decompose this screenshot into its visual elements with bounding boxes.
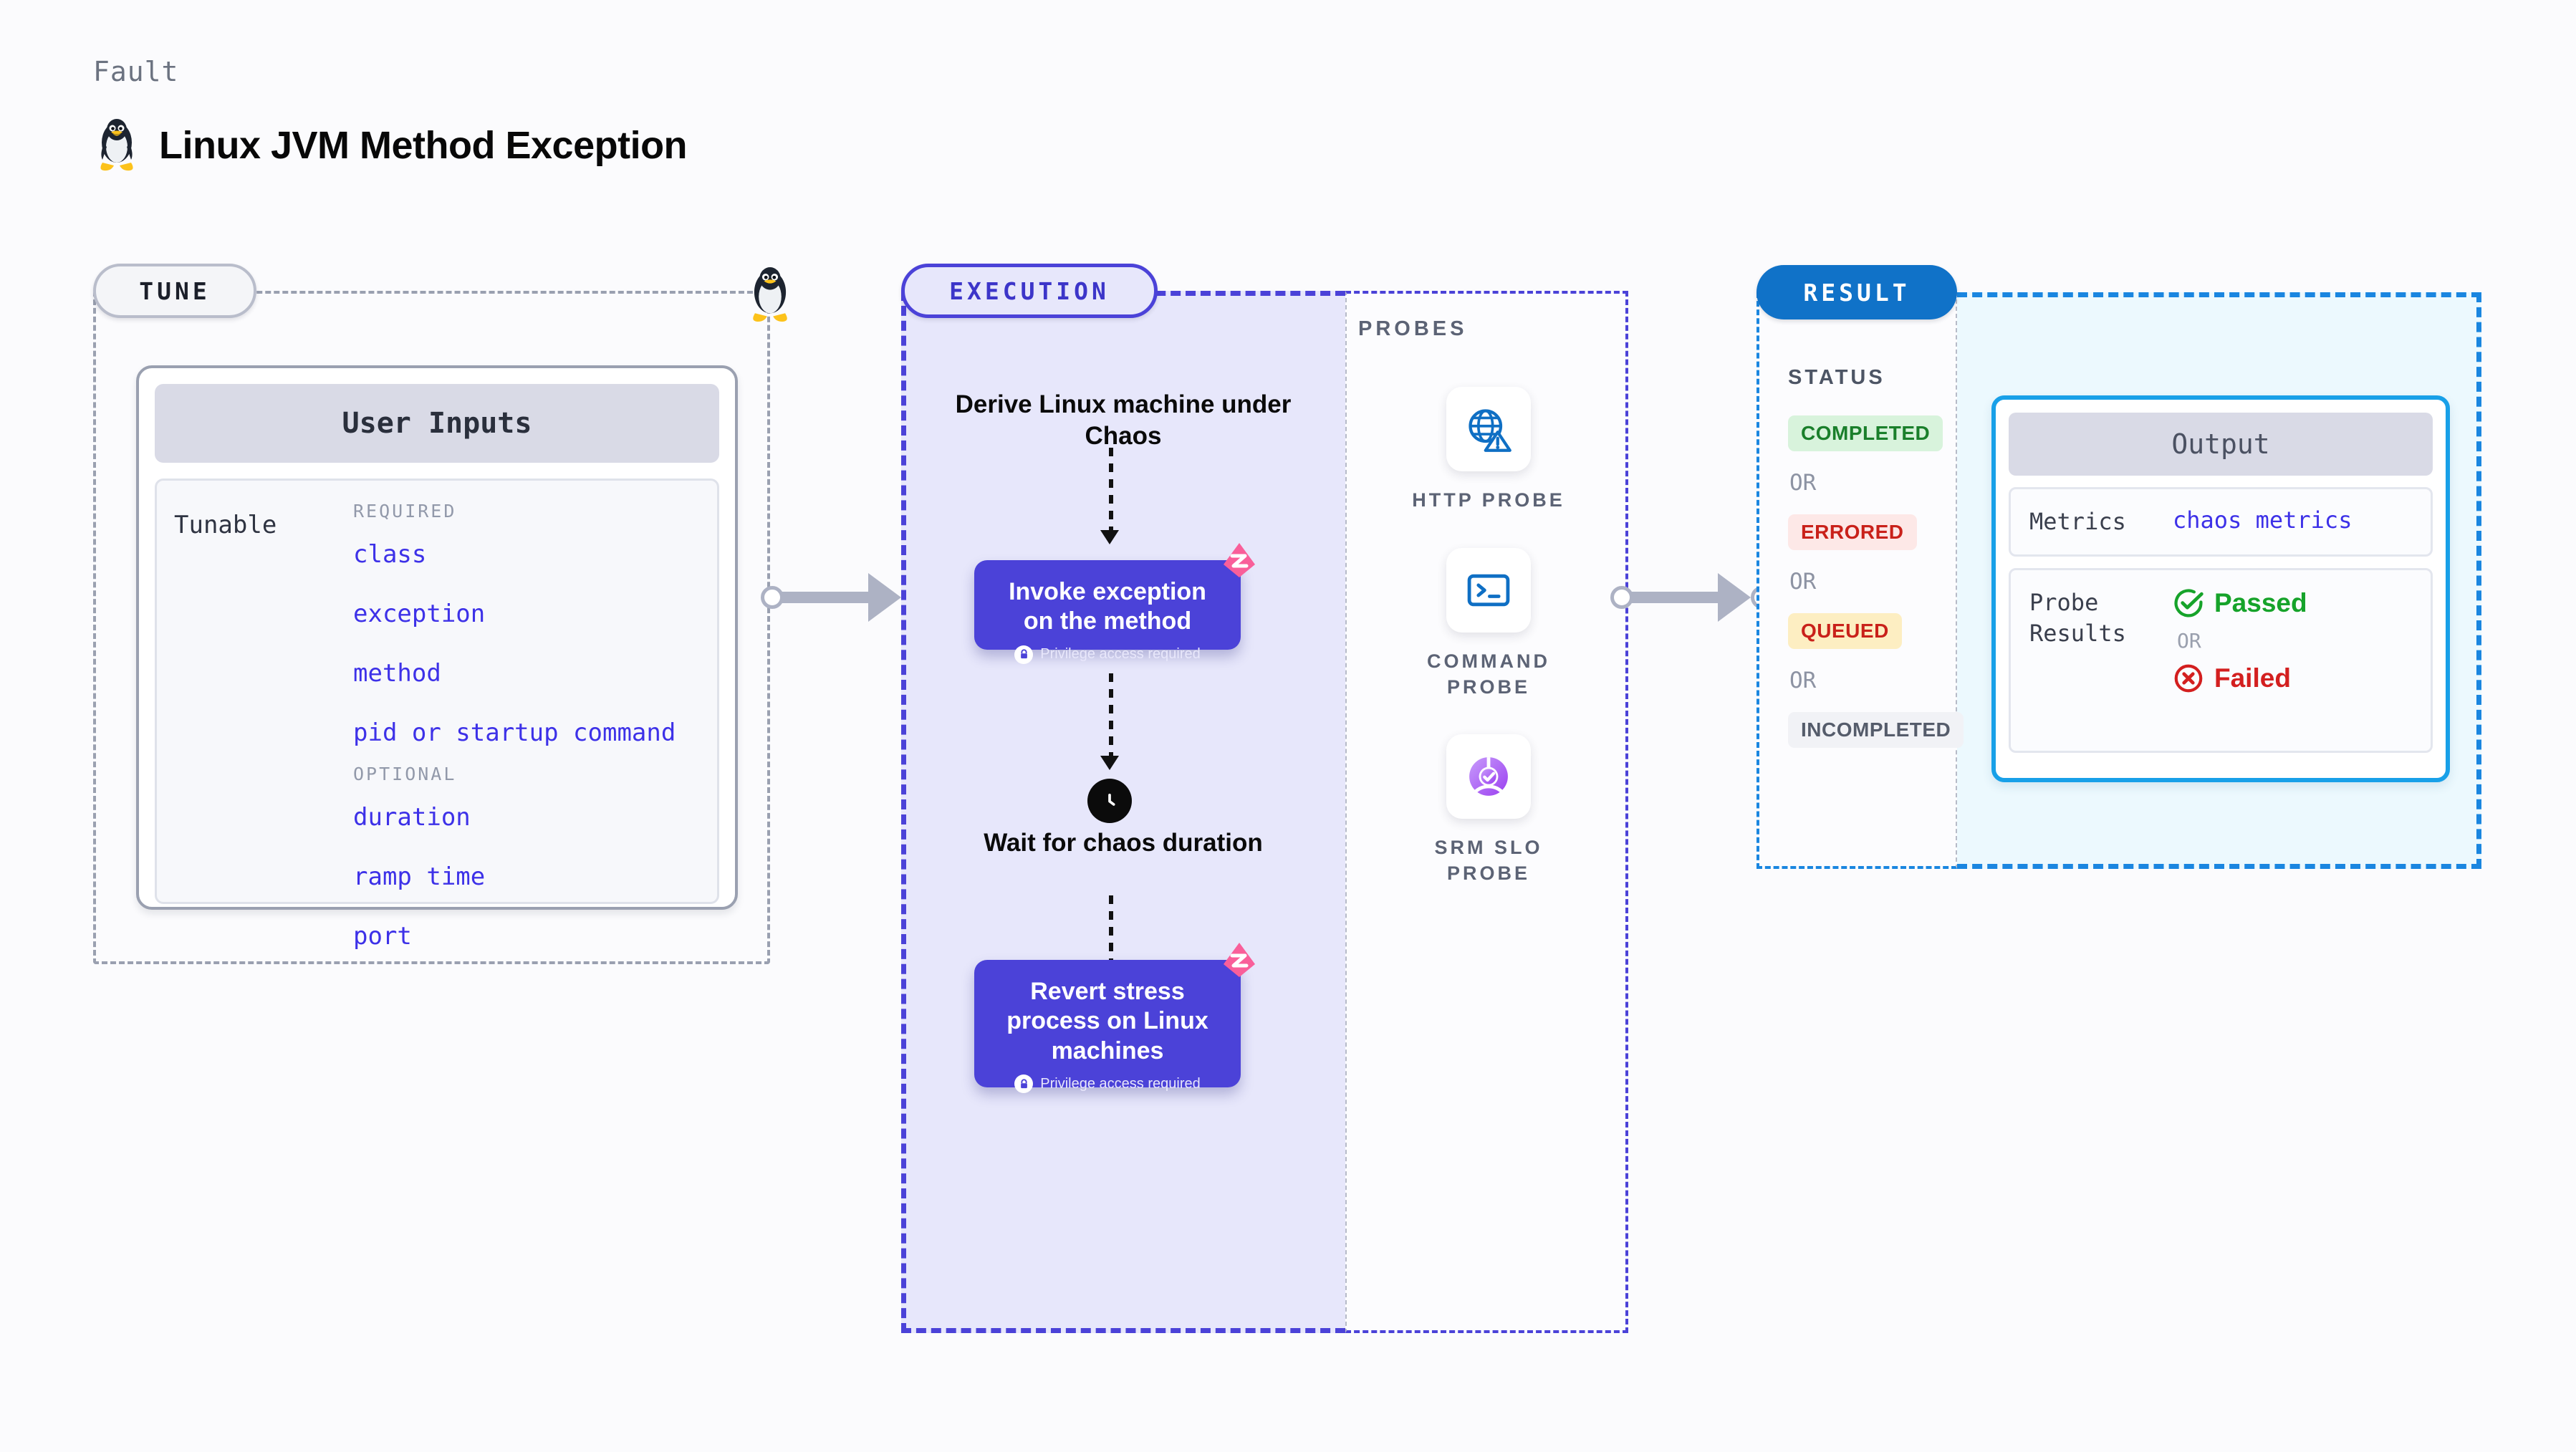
status-badge-completed: COMPLETED bbox=[1788, 415, 1943, 451]
connector-dot-start bbox=[1610, 586, 1633, 609]
status-badge-incompleted: INCOMPLETED bbox=[1788, 712, 1964, 748]
output-probe-results-key: Probe Results bbox=[2029, 589, 2126, 648]
tune-panel bbox=[93, 291, 770, 964]
chaos-logo-icon bbox=[1219, 542, 1259, 582]
output-probe-results-values: Passed OR Failed bbox=[2173, 587, 2307, 734]
tunable-group-required-label: REQUIRED bbox=[353, 501, 457, 521]
globe-warning-icon bbox=[1446, 387, 1531, 471]
probe-result-failed: Failed bbox=[2173, 663, 2307, 694]
check-circle-icon bbox=[2173, 587, 2204, 619]
connector-dot-start bbox=[761, 586, 784, 609]
flow-arrow-1 bbox=[1109, 448, 1113, 530]
probe-result-failed-label: Failed bbox=[2214, 663, 2291, 693]
page-title-row: Linux JVM Method Exception bbox=[93, 118, 688, 173]
status-badge-queued: QUEUED bbox=[1788, 613, 1902, 649]
probes-section-label: PROBES bbox=[1358, 317, 1468, 340]
connector-bar bbox=[1622, 592, 1736, 603]
user-inputs-card: User Inputs Tunable REQUIRED class excep… bbox=[136, 365, 738, 951]
clock-icon bbox=[1087, 779, 1132, 823]
tunable-item-class[interactable]: class bbox=[353, 540, 427, 569]
fault-eyebrow-label: Fault bbox=[93, 56, 179, 87]
status-badge-errored: ERRORED bbox=[1788, 514, 1917, 550]
status-or-3: OR bbox=[1789, 668, 1817, 693]
tunable-item-method[interactable]: method bbox=[353, 659, 441, 688]
flow-arrow-1-head bbox=[1100, 530, 1119, 544]
chaos-logo-icon bbox=[1219, 941, 1259, 981]
connector-arrow-head bbox=[1718, 573, 1751, 622]
tunable-item-port[interactable]: port bbox=[353, 922, 412, 951]
tunable-item-ramp-time[interactable]: ramp time bbox=[353, 862, 486, 891]
probe-result-passed-label: Passed bbox=[2214, 588, 2307, 618]
probe-result-passed: Passed bbox=[2173, 587, 2307, 619]
step-revert-privilege-label: Privilege access required bbox=[1040, 1075, 1201, 1092]
tunable-item-exception[interactable]: exception bbox=[353, 600, 486, 628]
x-circle-icon bbox=[2173, 663, 2204, 694]
probe-result-or: OR bbox=[2177, 629, 2201, 653]
step-invoke-exception[interactable]: Invoke exception on the method Privilege… bbox=[974, 543, 1255, 664]
tunable-item-duration[interactable]: duration bbox=[353, 803, 471, 832]
flow-arrow-3 bbox=[1109, 895, 1113, 978]
connector-bar bbox=[772, 592, 887, 603]
tunable-group-optional-label: OPTIONAL bbox=[353, 764, 457, 784]
step-invoke-privilege-label: Privilege access required bbox=[1040, 646, 1201, 663]
status-or-1: OR bbox=[1789, 470, 1817, 496]
probe-command[interactable]: COMMAND PROBE bbox=[1395, 548, 1582, 701]
flow-arrow-2-head bbox=[1100, 756, 1119, 770]
lock-icon bbox=[1014, 1074, 1034, 1094]
wait-duration-text: Wait for chaos duration bbox=[984, 829, 1263, 857]
linux-penguin-icon bbox=[93, 118, 140, 173]
status-list: COMPLETED OR ERRORED OR QUEUED OR INCOMP… bbox=[1788, 415, 1964, 748]
output-card: Output Metrics chaos metrics Probe Resul… bbox=[1991, 395, 2450, 782]
step-invoke-title: Invoke exception on the method bbox=[1009, 578, 1206, 635]
status-or-2: OR bbox=[1789, 569, 1817, 595]
linux-penguin-icon bbox=[745, 266, 795, 324]
output-metrics-key: Metrics bbox=[2029, 508, 2126, 535]
result-pill-label: RESULT bbox=[1756, 265, 1957, 319]
tunable-item-pid-or-startup-command[interactable]: pid or startup command bbox=[353, 718, 676, 747]
tunable-box: Tunable REQUIRED class exception method … bbox=[155, 479, 719, 951]
lock-icon bbox=[1014, 645, 1034, 664]
result-status-panel bbox=[1756, 292, 1957, 869]
probe-srm-slo[interactable]: SRM SLO PROBE bbox=[1395, 734, 1582, 887]
user-inputs-title: User Inputs bbox=[155, 384, 719, 463]
execution-pill-label: EXECUTION bbox=[901, 264, 1158, 318]
probe-http[interactable]: HTTP PROBE bbox=[1395, 387, 1582, 513]
step-revert-privilege-note: Privilege access required bbox=[996, 1074, 1219, 1094]
output-metrics-value[interactable]: chaos metrics bbox=[2173, 506, 2352, 534]
step-revert-stress[interactable]: Revert stress process on Linux machines … bbox=[974, 943, 1255, 1094]
output-probe-results-row: Probe Results Passed OR bbox=[2009, 568, 2433, 754]
step-invoke-privilege-note: Privilege access required bbox=[996, 645, 1219, 664]
flow-arrow-2 bbox=[1109, 673, 1113, 756]
page-title: Linux JVM Method Exception bbox=[159, 124, 688, 167]
terminal-icon bbox=[1446, 548, 1531, 633]
tune-pill-label: TUNE bbox=[93, 264, 256, 318]
status-section-label: STATUS bbox=[1788, 366, 1885, 389]
derive-machine-text: Derive Linux machine under Chaos bbox=[955, 390, 1292, 450]
tunable-label: Tunable bbox=[174, 511, 277, 539]
probe-srm-slo-label: SRM SLO PROBE bbox=[1434, 837, 1543, 885]
slo-check-icon bbox=[1446, 734, 1531, 819]
probe-http-label: HTTP PROBE bbox=[1412, 489, 1565, 511]
connector-arrow-head bbox=[868, 573, 901, 622]
probe-command-label: COMMAND PROBE bbox=[1427, 650, 1550, 698]
connector-execution-to-result bbox=[1610, 573, 1775, 623]
output-title: Output bbox=[2009, 413, 2433, 476]
output-metrics-row: Metrics chaos metrics bbox=[2009, 487, 2433, 557]
step-revert-title: Revert stress process on Linux machines bbox=[1006, 978, 1208, 1064]
tunable-list: REQUIRED class exception method pid or s… bbox=[353, 501, 676, 951]
